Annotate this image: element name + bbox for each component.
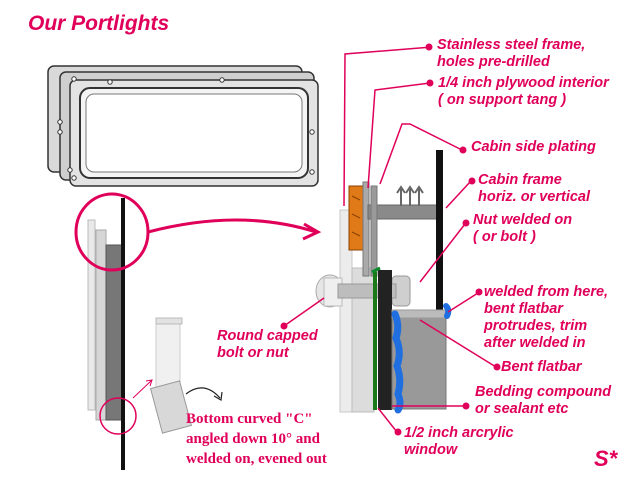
label-line: Stainless steel frame, [437, 37, 586, 53]
signature: S* [594, 446, 618, 471]
label-line: Round capped [217, 328, 318, 344]
label-line: Bottom curved "C" [186, 411, 313, 427]
label-line: Nut welded on [473, 212, 573, 228]
label-round-capped-bolt: Round capped bolt or nut [217, 328, 318, 362]
label-line: Bedding compound [475, 384, 612, 400]
label-line: bolt or nut [217, 345, 289, 361]
label-cabin-frame: Cabin frame horiz. or vertical [478, 172, 590, 206]
label-bottom-curved-c: Bottom curved "C" angled down 10° and we… [186, 409, 327, 469]
label-line: 1/2 inch arcrylic [404, 425, 514, 441]
label-line: horiz. or vertical [478, 189, 591, 205]
page-title: Our Portlights [28, 12, 170, 35]
label-line: ( on support tang ) [438, 92, 567, 108]
label-nut-welded: Nut welded on ( or bolt ) [473, 212, 572, 246]
label-bent-flatbar: Bent flatbar [501, 359, 582, 375]
label-line: ( or bolt ) [473, 229, 536, 245]
label-line: after welded in [484, 335, 586, 351]
label-cabin-side-plating: Cabin side plating [471, 139, 596, 155]
label-acrylic-window: 1/2 inch arcrylic window [404, 425, 514, 459]
label-line: 1/4 inch plywood interior [438, 75, 609, 91]
label-line: welded from here, [484, 284, 609, 300]
label-line: welded on, evened out [186, 451, 327, 467]
label-stainless-frame: Stainless steel frame, holes pre-drilled [437, 37, 585, 71]
label-line: bent flatbar [484, 301, 563, 317]
portlight-frame-drawing [47, 65, 319, 187]
label-line: or sealant etc [475, 401, 569, 417]
label-line: protrudes, trim [484, 318, 588, 334]
label-bedding-compound: Bedding compound or sealant etc [475, 384, 611, 418]
label-line: angled down 10° and [186, 431, 320, 447]
label-plywood-interior: 1/4 inch plywood interior ( on support t… [438, 75, 609, 109]
magnified-section-left [74, 192, 322, 470]
cross-section-drawing [315, 150, 452, 414]
label-welded-from-here: welded from here, bent flatbar protrudes… [484, 284, 608, 352]
label-line: holes pre-drilled [437, 54, 550, 70]
label-line: window [404, 442, 458, 458]
label-line: Cabin frame [478, 172, 562, 188]
leader-lines [280, 43, 501, 436]
bent-flatbar-sketch [132, 317, 223, 434]
